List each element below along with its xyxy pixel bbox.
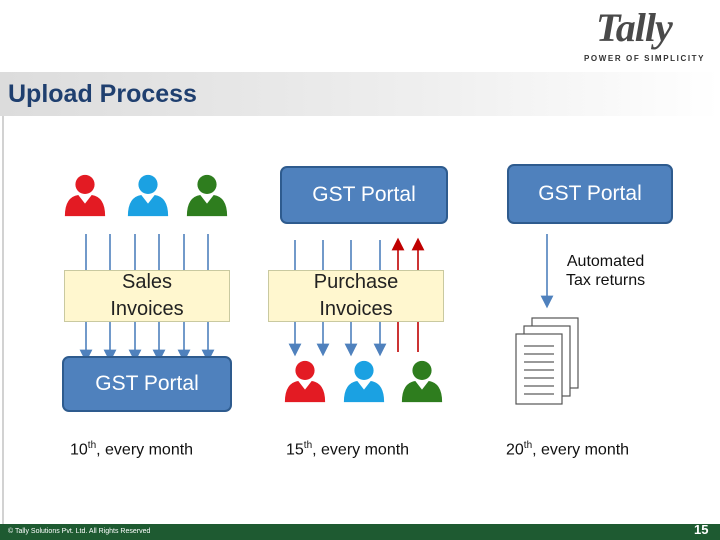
title-band <box>0 72 720 116</box>
sales-invoices-box: Sales Invoices <box>64 270 230 322</box>
caption-day: 20 <box>506 441 524 459</box>
purchase-invoices-line1: Purchase <box>313 271 399 293</box>
sales-invoices-line1: Sales <box>121 271 173 293</box>
person-blue-icon <box>343 360 385 403</box>
gst-portal-right: GST Portal <box>507 164 673 224</box>
logo-tagline: POWER OF SIMPLICITY <box>584 54 706 63</box>
left-divider <box>2 116 4 524</box>
deadline-caption-returns: 20th, every month <box>506 440 629 459</box>
deadline-caption-sales: 10th, every month <box>70 440 193 459</box>
person-blue-icon <box>127 174 169 217</box>
caption-rest: , every month <box>532 441 630 459</box>
tally-logo: Tally <box>596 5 673 50</box>
person-red-icon <box>284 360 326 403</box>
person-green-icon <box>186 174 228 217</box>
caption-suffix: th <box>303 440 313 451</box>
person-red-icon <box>64 174 106 217</box>
automated-line2: Tax returns <box>566 272 646 289</box>
tax-return-documents-icon <box>515 317 579 405</box>
sales-invoices-line2: Invoices <box>110 298 184 320</box>
gst-portal-middle: GST Portal <box>280 166 448 224</box>
page-number: 15 <box>694 522 709 537</box>
automated-tax-returns-label: Automated Tax returns <box>566 252 645 290</box>
deadline-caption-purchase: 15th, every month <box>286 440 409 459</box>
copyright-text: © Tally Solutions Pvt. Ltd. All Rights R… <box>8 528 151 535</box>
gst-portal-left: GST Portal <box>62 356 232 412</box>
caption-suffix: th <box>523 440 533 451</box>
slide-title: Upload Process <box>8 80 197 108</box>
caption-suffix: th <box>87 440 97 451</box>
purchase-invoices-line2: Invoices <box>319 298 393 320</box>
purchase-invoices-box: Purchase Invoices <box>268 270 444 322</box>
footer-bar <box>0 524 720 540</box>
caption-day: 10 <box>70 441 88 459</box>
automated-line1: Automated <box>566 253 645 270</box>
caption-rest: , every month <box>312 441 410 459</box>
caption-rest: , every month <box>96 441 194 459</box>
person-green-icon <box>401 360 443 403</box>
caption-day: 15 <box>286 441 304 459</box>
